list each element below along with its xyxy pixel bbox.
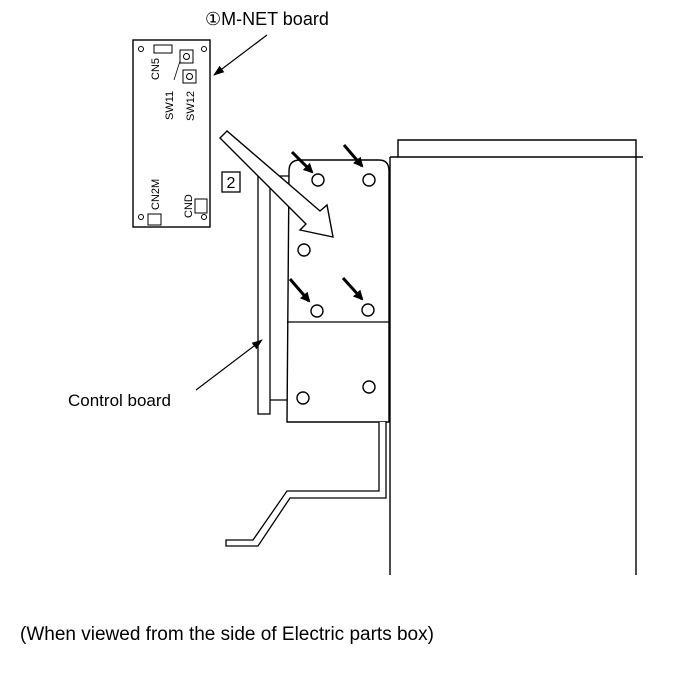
screw-arrows: [288, 144, 364, 303]
screw-hole: [310, 304, 324, 318]
control-board-label: Control board: [68, 391, 171, 410]
sw11-label: SW11: [164, 91, 176, 120]
cn5-connector: [153, 44, 173, 54]
mnet-board-label: ①M-NET board: [205, 9, 329, 29]
control-board-plate: [257, 175, 290, 415]
cn2m-connector: [147, 213, 162, 226]
screw-hole: [297, 243, 311, 257]
sw12-label: SW12: [185, 91, 197, 121]
screw-hole: [362, 380, 376, 394]
screw-hole: [362, 173, 376, 187]
arrow-icon: [290, 150, 314, 174]
screw-hole: [311, 173, 325, 187]
cnd-label: CND: [183, 194, 195, 218]
electric-parts-box: [389, 139, 643, 575]
svg-text:2: 2: [227, 175, 236, 192]
arrow-icon: [342, 144, 364, 168]
arrow-icon: [288, 278, 311, 303]
diagram-caption: (When viewed from the side of Electric p…: [20, 624, 434, 645]
cnd-connector: [194, 198, 208, 214]
arrow-icon: [341, 276, 364, 301]
cn2m-label: CN2M: [150, 179, 162, 210]
mnet-board: CN5 SW11 SW12 CN2M CND: [132, 39, 211, 228]
screw-hole: [361, 303, 375, 317]
control-board-leader: [195, 339, 263, 391]
mnet-leader: [213, 34, 268, 76]
step-number-badge: 2: [221, 171, 241, 193]
cn5-label: CN5: [150, 58, 162, 80]
screw-hole: [296, 391, 310, 405]
screw-holes: [296, 173, 376, 405]
bracket: [225, 422, 387, 547]
direction-arrow-icon: [219, 130, 334, 238]
